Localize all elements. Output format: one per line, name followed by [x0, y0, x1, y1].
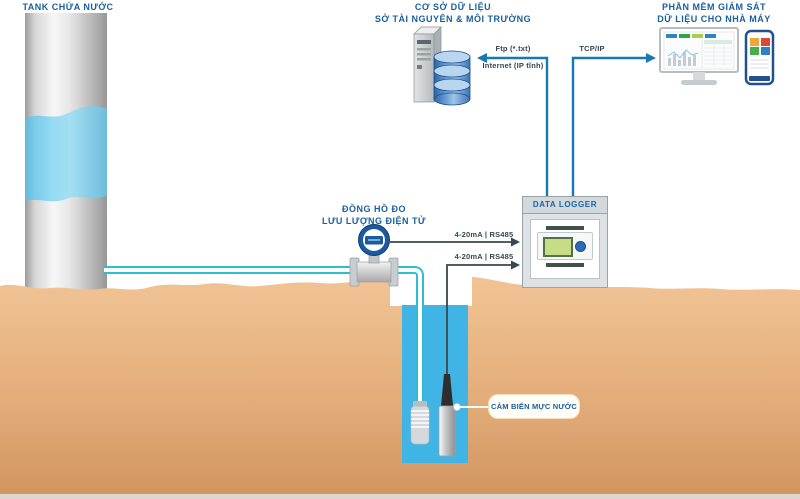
data-logger-panel	[530, 219, 600, 279]
sensor-signal-label: 4-20mA | RS485	[454, 252, 514, 261]
flow-meter-label-line1: ĐỒNG HỒ ĐO	[341, 204, 406, 214]
software-label: PHẦN MỀM GIÁM SÁT DỮ LIỆU CHO NHÀ MÁY	[628, 2, 800, 25]
logger-knob	[575, 241, 586, 252]
well	[390, 252, 472, 463]
signal-lines	[390, 237, 520, 376]
flow-signal-label: 4-20mA | RS485	[454, 230, 514, 239]
pipe	[104, 266, 424, 404]
phone-icon	[744, 29, 775, 86]
flow-meter-icon	[349, 224, 399, 287]
tank-label: TANK CHỨA NƯỚC	[22, 2, 114, 12]
software-label-line1: PHẦN MỀM GIÁM SÁT	[662, 2, 766, 12]
level-sensor-callout: CẢM BIẾN MỰC NƯỚC	[488, 394, 580, 419]
tank-icon	[25, 13, 107, 300]
logger-vent-top	[546, 226, 584, 230]
level-sensor-icon	[438, 374, 490, 457]
drop-pipe-filter-icon	[410, 401, 430, 445]
software-label-line2: DỮ LIỆU CHO NHÀ MÁY	[657, 13, 771, 24]
flow-meter-label-line2: LƯU LƯỢNG ĐIỆN TỬ	[321, 215, 427, 226]
ground	[0, 276, 800, 499]
logger-screen	[543, 237, 573, 257]
internet-label: Internet (IP tĩnh)	[482, 61, 544, 70]
flow-meter-label: ĐỒNG HỒ ĐO LƯU LƯỢNG ĐIỆN TỬ	[304, 204, 444, 227]
data-logger-title: DATA LOGGER	[523, 197, 607, 214]
comm-lines	[477, 53, 656, 196]
database-icon	[433, 50, 471, 106]
logger-vent-bottom	[546, 263, 584, 267]
logger-device	[537, 232, 593, 260]
tcpip-label: TCP/IP	[579, 44, 605, 53]
database-label: CƠ SỞ DỮ LIỆU SỞ TÀI NGUYÊN & MÔI TRƯỜNG	[368, 2, 538, 25]
data-logger-icon: DATA LOGGER	[522, 196, 608, 288]
ftp-label: Ftp (*.txt)	[495, 44, 531, 53]
level-sensor-label: CẢM BIẾN MỰC NƯỚC	[491, 402, 577, 411]
database-label-line2: SỞ TÀI NGUYÊN & MÔI TRƯỜNG	[374, 13, 532, 24]
database-label-line1: CƠ SỞ DỮ LIỆU	[414, 2, 492, 12]
monitor-icon	[659, 27, 739, 85]
